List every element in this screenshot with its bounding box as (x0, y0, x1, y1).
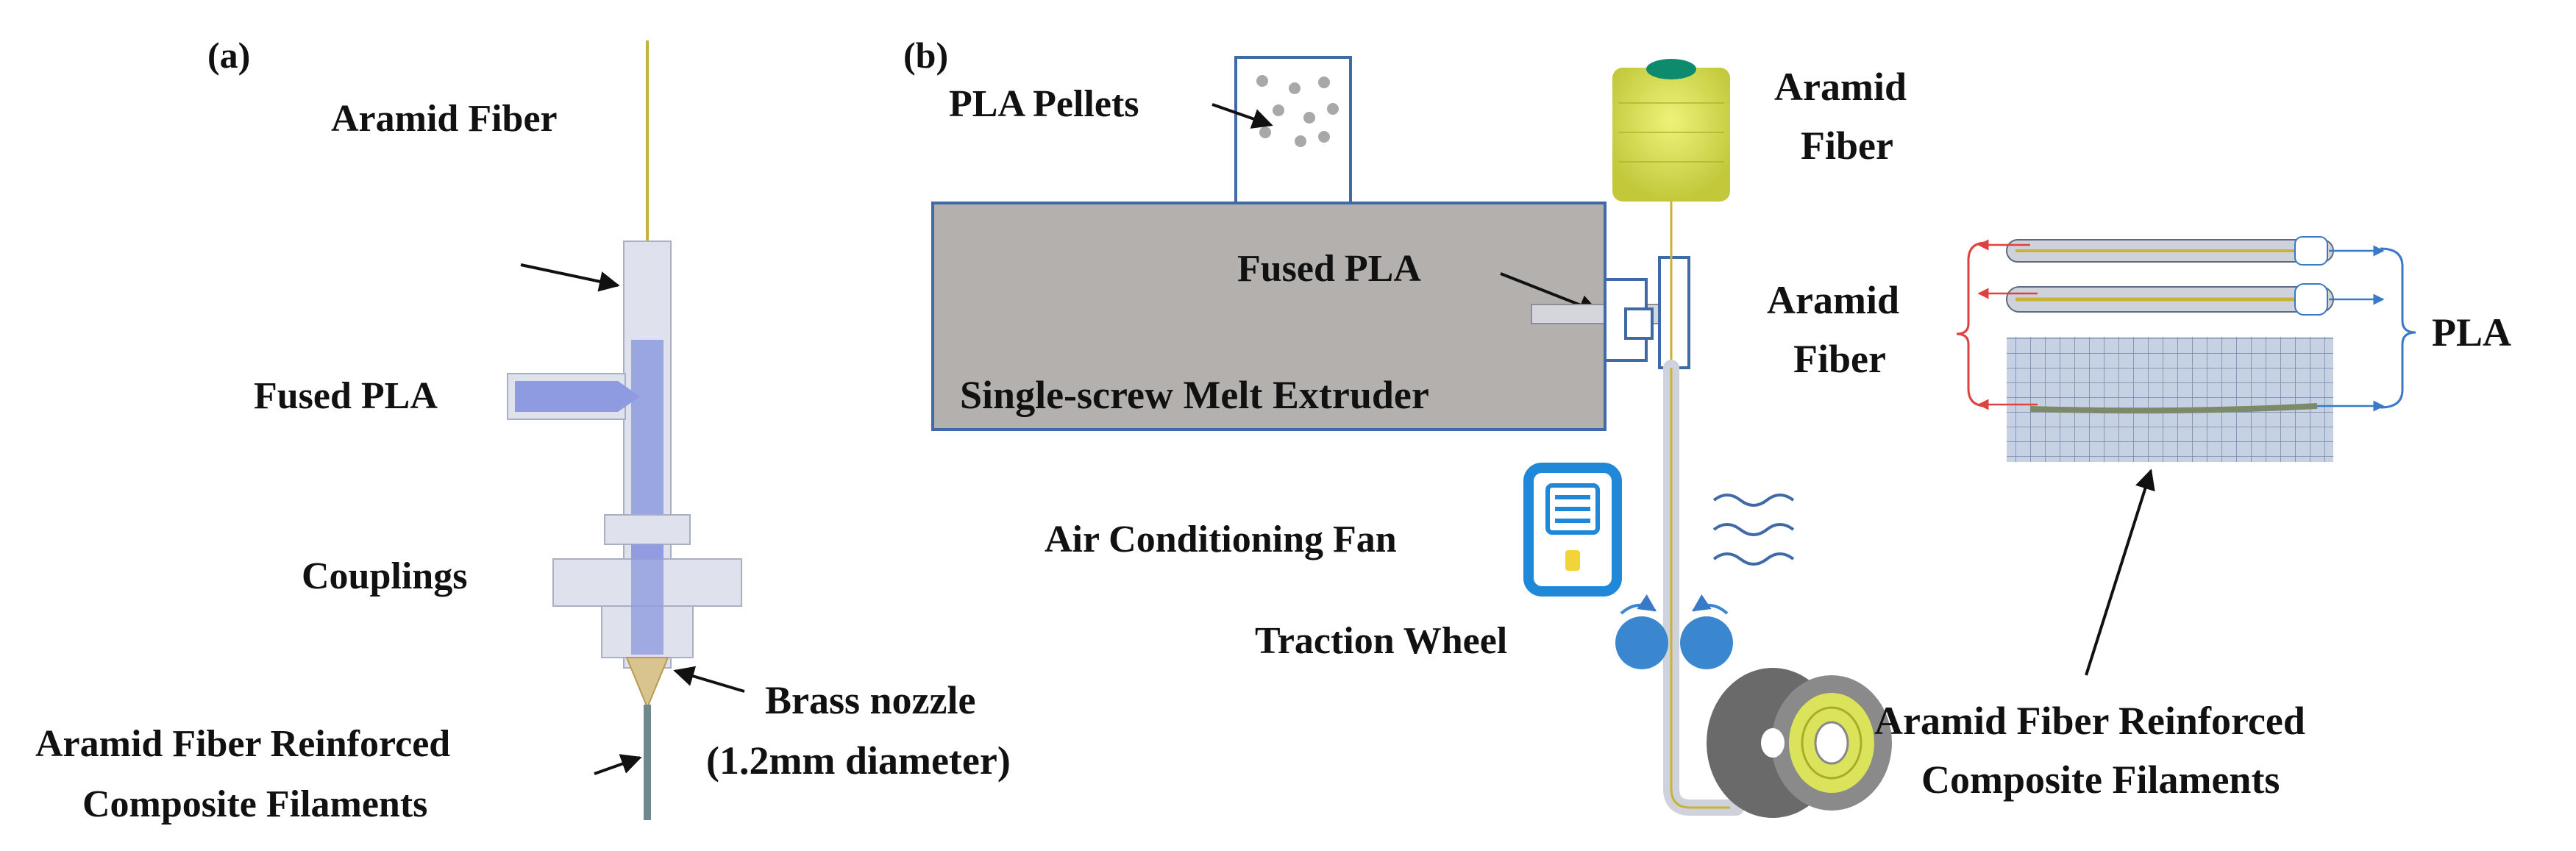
blue-bracket (2380, 247, 2416, 409)
traction-wheels (1615, 594, 1733, 669)
output-label-a-line1: Aramid Fiber Reinforced (35, 723, 450, 765)
nozzle-label-line1: Brass nozzle (765, 678, 975, 722)
airflow-waves-icon (1712, 494, 1795, 566)
wheel-label: Traction Wheel (1255, 620, 1507, 662)
arrow-to-pellets (1211, 103, 1273, 129)
output-filament-fiber-b (1670, 368, 1730, 809)
arrow-to-tube (520, 263, 620, 292)
output-label-a-line2: Composite Filaments (82, 783, 427, 825)
output-label-b-line1: Aramid Fiber Reinforced (1874, 699, 2305, 743)
take-up-spool (1707, 668, 1892, 818)
nozzle-label-line2: (1.2mm diameter) (706, 738, 1011, 783)
inset-fiber-label-line2: Fiber (1793, 337, 1886, 381)
coupling-channel (631, 544, 663, 655)
inset-red-arrows (1977, 239, 2038, 410)
red-bracket (1956, 241, 1987, 407)
couplings-label: Couplings (302, 555, 467, 597)
extruder-label: Single-screw Melt Extruder (960, 373, 1429, 417)
arrow-to-filament-a (594, 754, 642, 775)
die-block-inner (1624, 307, 1654, 340)
inset-photo-filament (2029, 403, 2318, 414)
arrow-to-inset-photo (2085, 469, 2155, 676)
air-conditioning-fan-icon (1523, 463, 1622, 597)
inset-filament-diagrams (2006, 236, 2334, 316)
pellet-hopper (1234, 56, 1352, 204)
inset-fiber-label-line1: Aramid (1767, 278, 1899, 322)
coupling-upper (604, 514, 691, 545)
fiber-label-b-line2: Fiber (1801, 124, 1893, 168)
spool-winding-lines (1618, 102, 1724, 163)
fused-label-b: Fused PLA (1237, 248, 1421, 290)
panel-b: (b) PLA Pellets Single-screw Melt Extrud… (903, 35, 2511, 818)
fan-label: Air Conditioning Fan (1045, 519, 1397, 560)
melt-extruder-body (931, 202, 1607, 431)
panel-a-tag: (a) (207, 35, 250, 76)
fused-label-a: Fused PLA (254, 375, 438, 417)
inset-pla-label: PLA (2432, 310, 2511, 355)
panel-a: (a) Aramid Fiber Fused PLA Couplings Bra… (35, 35, 1011, 825)
arrow-to-nozzle (673, 666, 745, 693)
output-label-b-line2: Composite Filaments (1921, 758, 2280, 802)
panel-b-tag: (b) (903, 35, 948, 76)
die-head (1658, 256, 1690, 369)
inset-grid-photo (2007, 337, 2333, 462)
brass-nozzle (625, 657, 669, 710)
side-inlet-fused-pla (515, 381, 640, 412)
inset-blue-arrows (2317, 245, 2385, 412)
fiber-label-b-line1: Aramid (1774, 65, 1907, 109)
spool-core (1646, 59, 1696, 79)
fiber-label-a: Aramid Fiber (331, 98, 558, 140)
aramid-spool (1612, 68, 1730, 202)
pellets-label: PLA Pellets (949, 83, 1139, 125)
pla-pellets (1256, 75, 1339, 147)
